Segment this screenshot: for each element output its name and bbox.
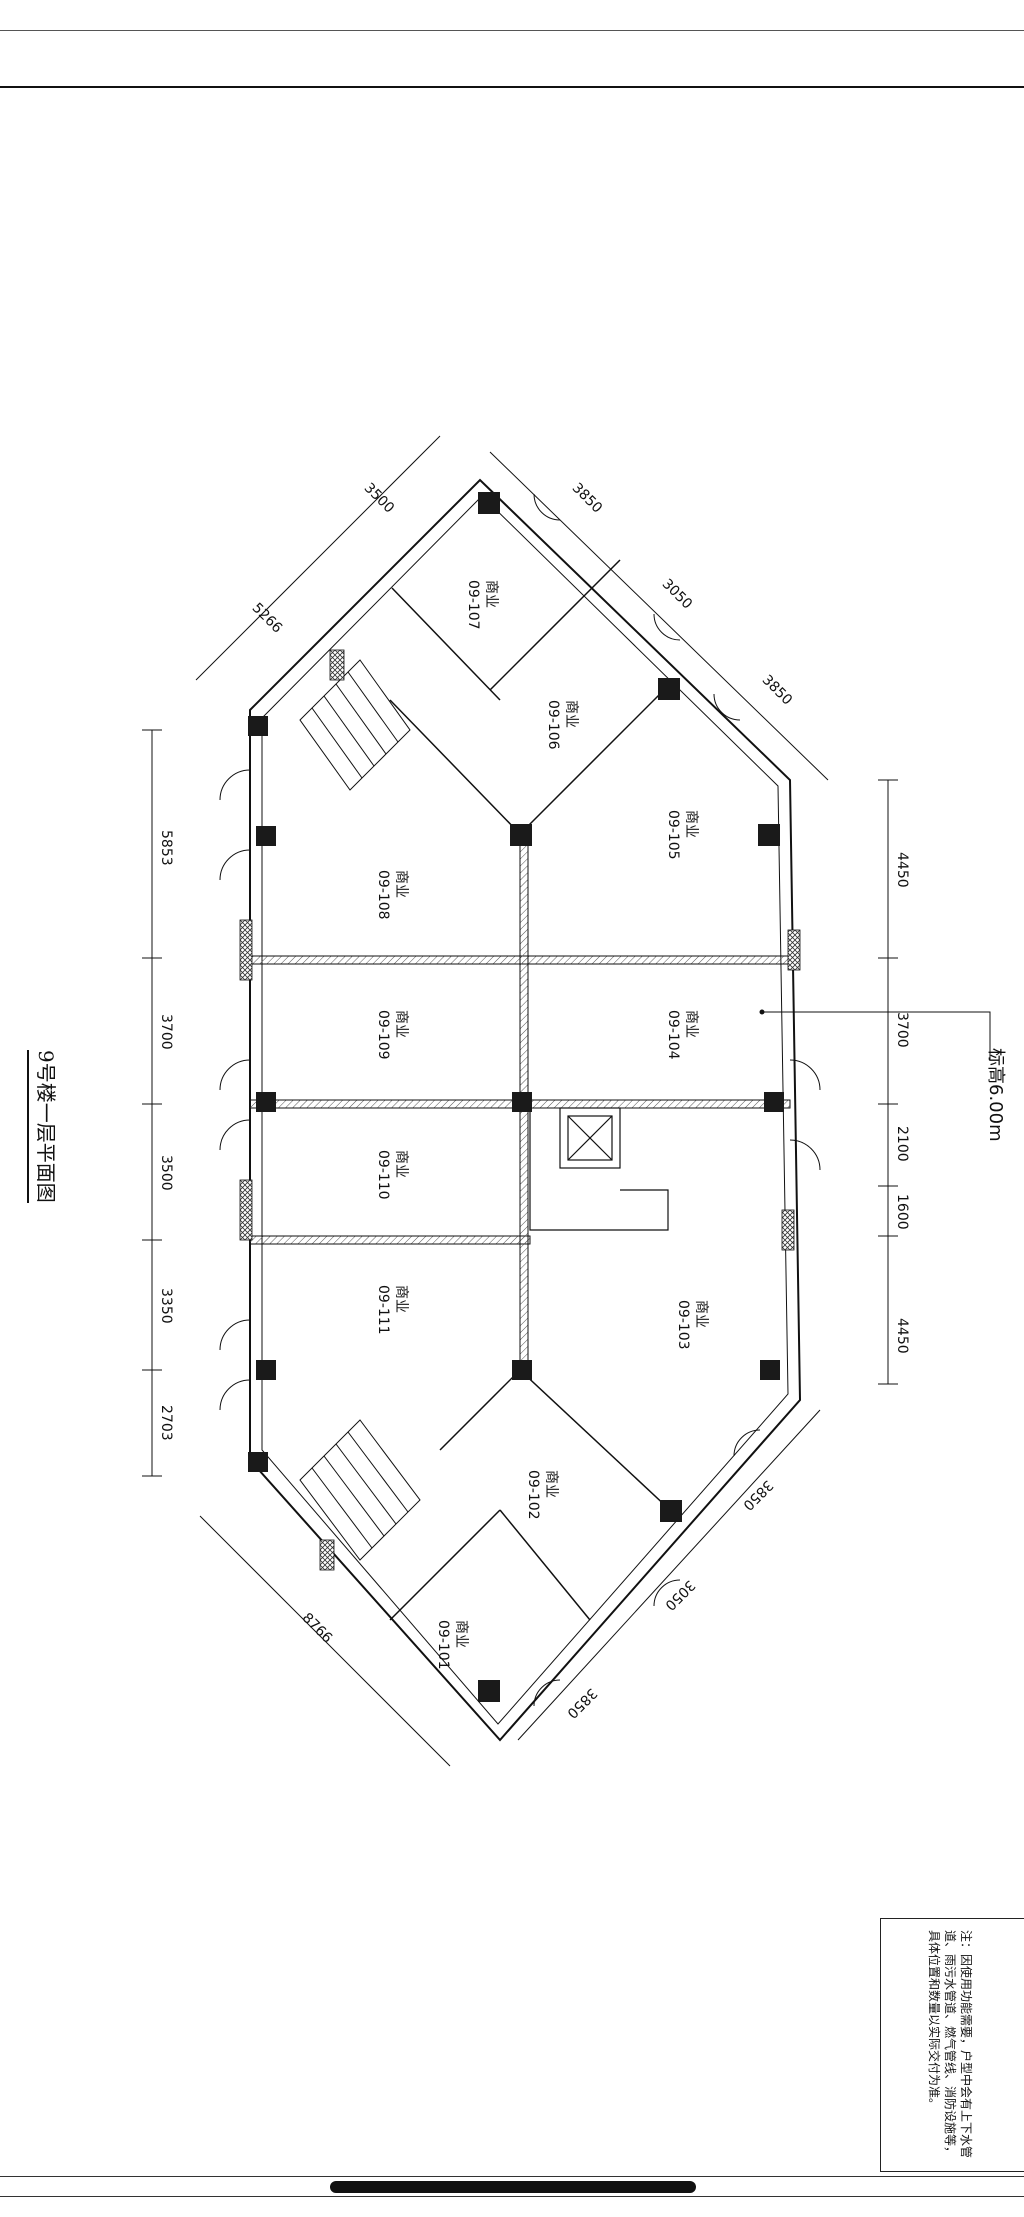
- door-swings: [219, 493, 821, 1707]
- room-type: 商业: [683, 1010, 699, 1038]
- dim-right-3: 2100: [894, 1126, 910, 1162]
- dimension-lines-right: [878, 779, 898, 1385]
- room-id: 09-108: [375, 870, 391, 920]
- dim-right-4: 1600: [894, 1194, 910, 1230]
- room-type: 商业: [393, 1010, 409, 1038]
- dim-left-4: 3350: [158, 1288, 174, 1324]
- home-indicator[interactable]: [330, 2181, 696, 2193]
- dim-left-3: 3500: [158, 1155, 174, 1191]
- stair-lower: [299, 1419, 421, 1561]
- window-blocks: [239, 649, 801, 1571]
- room-type: 商业: [683, 810, 699, 838]
- top-divider: [0, 86, 1024, 88]
- top-bar: [0, 0, 1024, 31]
- stair-upper: [299, 659, 411, 791]
- drawing-title: 9号楼一层平面图: [27, 1050, 62, 1203]
- bottom-divider-2: [0, 2196, 1024, 2197]
- dim-left-2: 3700: [158, 1014, 174, 1050]
- room-id: 09-110: [375, 1150, 391, 1200]
- room-id: 09-103: [675, 1300, 691, 1350]
- elevation-label: 标高6.00m: [985, 1048, 1006, 1142]
- room-id: 09-111: [375, 1285, 391, 1335]
- room-id: 09-102: [525, 1470, 541, 1520]
- room-type: 商业: [453, 1620, 469, 1648]
- dim-left-5: 2703: [158, 1405, 174, 1441]
- diagonal-walls: [389, 559, 671, 1621]
- dim-right-1: 4450: [894, 852, 910, 888]
- dim-right-2: 3700: [894, 1012, 910, 1048]
- room-type: 商业: [563, 700, 579, 728]
- room-id: 09-107: [465, 580, 481, 630]
- dimension-lines-left: [142, 729, 162, 1477]
- room-type: 商业: [393, 870, 409, 898]
- room-type: 商业: [483, 580, 499, 608]
- dimension-lines-diagonal: [195, 435, 829, 1767]
- elevation-leader: [759, 1009, 991, 1060]
- columns: [248, 492, 784, 1702]
- bottom-divider: [0, 2176, 1024, 2177]
- room-id: 09-109: [375, 1010, 391, 1060]
- room-id: 09-101: [435, 1620, 451, 1670]
- room-id: 09-104: [665, 1010, 681, 1060]
- dim-left-1: 5853: [158, 830, 174, 866]
- dim-right-5: 4450: [894, 1318, 910, 1354]
- room-id: 09-106: [545, 700, 561, 750]
- room-type: 商业: [693, 1300, 709, 1328]
- room-id: 09-105: [665, 810, 681, 860]
- room-type: 商业: [393, 1150, 409, 1178]
- room-type: 商业: [543, 1470, 559, 1498]
- elevator-shaft: [529, 1107, 669, 1231]
- room-type: 商业: [393, 1285, 409, 1313]
- note-box: [880, 1918, 1024, 2172]
- note-text: 注：因使用功能需要，户型中会有上下水管道、雨污水管道、燃气管线、消防设施等，具体…: [927, 1930, 973, 2159]
